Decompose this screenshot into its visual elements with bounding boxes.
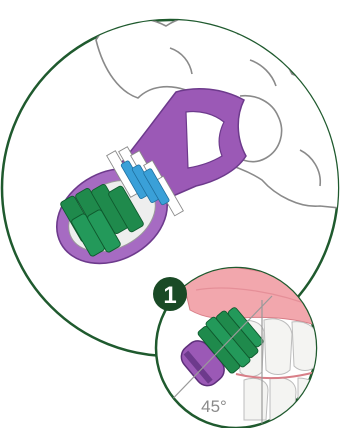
step-number: 1	[163, 282, 176, 309]
step-badge: 1	[153, 277, 187, 311]
angle-label: 45°	[201, 397, 227, 416]
